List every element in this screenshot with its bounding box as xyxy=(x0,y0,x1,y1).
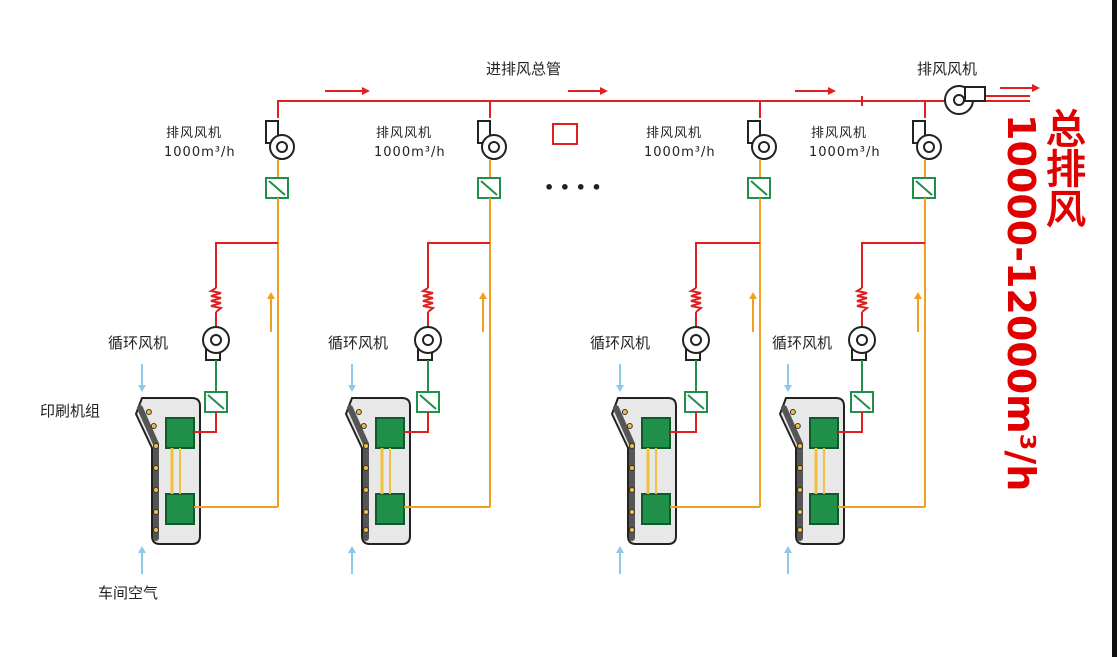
ellipsis-more-units: • • • • xyxy=(544,178,602,197)
press-supply-line xyxy=(670,412,697,433)
flow-arrow xyxy=(568,87,608,95)
arrow-icon xyxy=(348,364,356,392)
arrow-icon xyxy=(616,364,624,392)
workshop-air-label: 车间空气 xyxy=(98,584,159,602)
placeholder-box xyxy=(552,123,578,145)
circ-fan-label: 循环风机 xyxy=(772,334,833,352)
press-supply-line xyxy=(404,412,429,433)
press-icon xyxy=(778,397,845,545)
fan-icon xyxy=(202,326,230,361)
press-supply-line xyxy=(838,412,863,433)
circ-fan-label: 循环风机 xyxy=(590,334,651,352)
exhaust-fan-label: 排风风机 xyxy=(166,126,223,141)
arrow-icon xyxy=(749,292,757,332)
arrow-icon xyxy=(138,546,146,574)
spring-icon xyxy=(854,287,870,313)
arrow-icon xyxy=(267,292,275,332)
exhaust-fan-label: 排风风机 xyxy=(646,126,703,141)
damper-icon xyxy=(912,177,936,199)
exhaust-flow-label: 1000m³/h xyxy=(809,145,881,160)
exhaust-fan-label: 排风风机 xyxy=(376,126,433,141)
fan-icon xyxy=(682,326,710,361)
fan-icon xyxy=(848,326,876,361)
exhaust-flow-label: 1000m³/h xyxy=(374,145,446,160)
arrow-icon xyxy=(914,292,922,332)
arrow-icon xyxy=(479,292,487,332)
exhaust-flow-label: 1000m³/h xyxy=(164,145,236,160)
press-icon xyxy=(134,397,201,545)
press-icon xyxy=(610,397,677,545)
press-supply-line xyxy=(194,412,217,433)
fan-icon xyxy=(912,120,942,160)
circulation-supply-line xyxy=(861,242,925,288)
damper-icon xyxy=(477,177,501,199)
press-icon xyxy=(344,397,411,545)
circulation-supply-line xyxy=(215,242,278,288)
unit-4 xyxy=(778,101,942,574)
spring-icon xyxy=(688,287,704,313)
damper-icon xyxy=(684,391,708,413)
unit-3 xyxy=(610,101,777,574)
fan-icon xyxy=(414,326,442,361)
arrow-icon xyxy=(784,546,792,574)
damper-icon xyxy=(850,391,874,413)
fan-icon xyxy=(477,120,507,160)
arrow-icon xyxy=(616,546,624,574)
fan-icon xyxy=(265,120,295,160)
arrow-icon xyxy=(348,546,356,574)
total-exhaust-flow: 10000-12000m³/h xyxy=(999,114,1043,492)
units-layer xyxy=(134,101,942,574)
arrow-icon xyxy=(138,364,146,392)
unit-2 xyxy=(344,101,507,574)
circ-fan-label: 循环风机 xyxy=(108,334,169,352)
damper-icon xyxy=(747,177,771,199)
spring-icon xyxy=(208,287,224,313)
main-duct xyxy=(277,84,1040,145)
arrow-icon xyxy=(784,364,792,392)
exhaust-fan-label: 排风风机 xyxy=(811,126,868,141)
damper-icon xyxy=(204,391,228,413)
circulation-supply-line xyxy=(427,242,490,288)
exhaust-flow-label: 1000m³/h xyxy=(644,145,716,160)
damper-icon xyxy=(265,177,289,199)
press-unit-label: 印刷机组 xyxy=(40,402,101,420)
main-exhaust-fan xyxy=(944,85,986,115)
circ-fan-label: 循环风机 xyxy=(328,334,389,352)
total-exhaust-title: 总排风 xyxy=(1039,108,1085,228)
flow-arrow xyxy=(325,87,370,95)
window-edge xyxy=(1112,0,1117,657)
flow-arrow xyxy=(1000,84,1040,92)
circulation-supply-line xyxy=(695,242,760,288)
main-fan-label: 排风风机 xyxy=(917,60,978,78)
fan-icon xyxy=(747,120,777,160)
main-duct-label: 进排风总管 xyxy=(486,60,562,78)
spring-icon xyxy=(420,287,436,313)
unit-1 xyxy=(134,101,295,574)
flow-arrow xyxy=(795,87,836,95)
damper-icon xyxy=(416,391,440,413)
